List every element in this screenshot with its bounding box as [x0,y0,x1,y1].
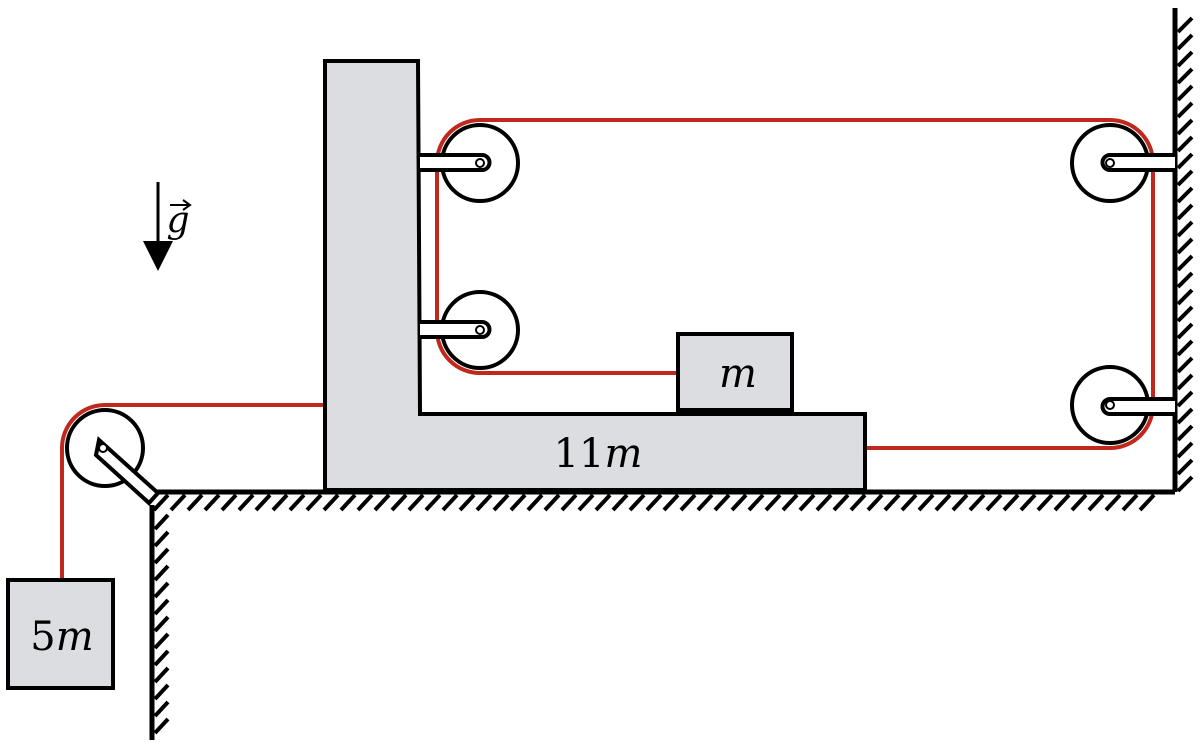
left-wall [149,505,170,740]
block-5m: 5m [6,578,115,690]
ropes [60,118,1155,580]
gravity-label: g [166,200,189,241]
carriage-11m: 11m [323,59,867,492]
pulley-arms [93,153,1175,506]
rope-top-loop [435,118,1155,450]
block-m-label: m [719,351,757,397]
carriage-label: 11m [554,431,643,477]
gravity-indicator: g [143,182,192,271]
ground [152,489,1175,512]
block-5m-label: 5m [30,614,93,660]
pulley-brackets [420,153,1175,416]
rope-left [60,403,325,580]
pulley-axles [98,158,1115,453]
right-wall [1172,8,1194,493]
block-m: m [676,332,794,412]
